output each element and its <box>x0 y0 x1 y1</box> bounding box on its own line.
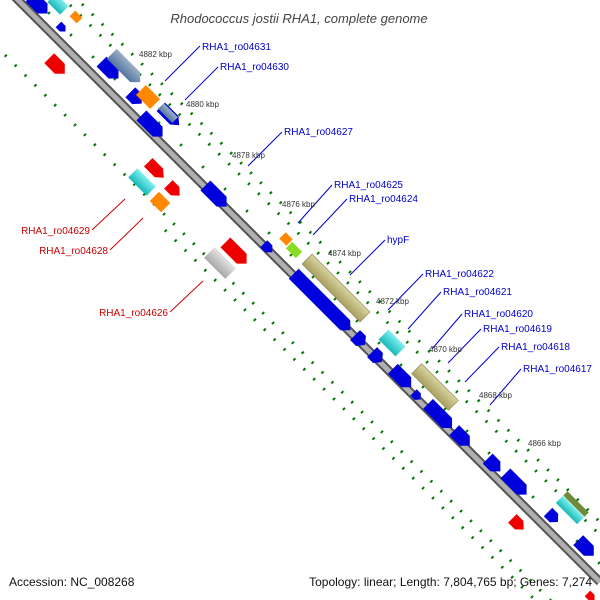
gene-box-cyan <box>555 495 585 525</box>
gene-arrow-blue <box>55 21 66 32</box>
gene-arrow-blue <box>96 56 119 79</box>
gene-box-steel <box>106 48 141 83</box>
gene-label[interactable]: RHA1_ro04627 <box>284 127 353 138</box>
gene-box-orange <box>279 232 293 246</box>
ruler-label: 4866 kbp <box>528 439 561 448</box>
dotted-guide-lines <box>3 2 600 600</box>
gene-label[interactable]: RHA1_ro04628 <box>39 246 108 257</box>
backbone-ticks <box>47 11 600 565</box>
gene-box-olive-dark <box>563 491 589 517</box>
gene-label[interactable]: RHA1_ro04626 <box>99 308 168 319</box>
gene-arrow-blue <box>449 425 470 446</box>
gene-label[interactable]: RHA1_ro04625 <box>334 180 403 191</box>
gene-labels: RHA1_ro04631RHA1_ro04630RHA1_ro04627RHA1… <box>21 42 592 375</box>
gene-arrow-red <box>584 590 595 600</box>
ruler-label: 4876 kbp <box>282 200 315 209</box>
gene-box-olive <box>411 363 459 411</box>
gene-arrow-blue <box>136 110 163 137</box>
gene-label[interactable]: RHA1_ro04629 <box>21 226 90 237</box>
gene-box-gray <box>204 247 236 279</box>
gene-arrow-blue <box>25 0 48 14</box>
gene-arrow-blue <box>543 507 559 523</box>
gene-label[interactable]: RHA1_ro04620 <box>464 309 533 320</box>
ruler-label: 4874 kbp <box>328 249 361 258</box>
gene-features <box>25 0 595 600</box>
gene-arrow-red <box>44 53 65 74</box>
gene-arrow-blue <box>573 535 594 556</box>
map-title: Rhodococcus jostii RHA1, complete genome <box>170 11 427 26</box>
gene-arrow-blue <box>125 87 143 105</box>
gene-label[interactable]: RHA1_ro04630 <box>220 62 289 73</box>
gene-arrow-blue <box>387 363 412 388</box>
gene-arrow-blue <box>482 453 501 472</box>
ruler-label: 4882 kbp <box>139 50 172 59</box>
gene-arrow-blue <box>423 399 453 429</box>
gene-label[interactable]: RHA1_ro04622 <box>425 269 494 280</box>
gene-arrow-red <box>164 180 180 196</box>
gene-box-green <box>285 241 303 259</box>
ruler-label: 4880 kbp <box>186 100 219 109</box>
gene-label[interactable]: RHA1_ro04619 <box>483 324 552 335</box>
gene-box-orange <box>69 10 83 24</box>
gene-arrow-blue <box>367 347 383 363</box>
gene-arrow-blue <box>288 268 351 331</box>
gene-box-olive <box>301 253 371 323</box>
label-leader-lines <box>91 45 522 406</box>
gene-arrow-red <box>220 237 247 264</box>
accession-text: Accession: NC_008268 <box>9 575 135 589</box>
gene-label[interactable]: RHA1_ro04617 <box>523 364 592 375</box>
gene-box-cyan <box>378 329 406 357</box>
gene-arrow-red <box>508 514 524 530</box>
gene-arrow-blue <box>260 240 273 253</box>
gene-box-orange <box>149 191 171 213</box>
ruler-label: 4872 kbp <box>376 297 409 306</box>
gene-label[interactable]: RHA1_ro04631 <box>202 42 271 53</box>
genome-summary-text: Topology: linear; Length: 7,804,765 bp; … <box>309 575 592 589</box>
gene-label[interactable]: hypF <box>387 235 409 246</box>
ruler-label: 4878 kbp <box>232 151 265 160</box>
ruler-labels: 4882 kbp 4880 kbp 4878 kbp 4876 kbp 4874 kbp… <box>139 50 561 448</box>
gene-arrow-blue <box>500 468 527 495</box>
gene-box-cyan <box>128 168 156 196</box>
gene-arrow-blue <box>200 180 227 207</box>
ruler-label: 4870 kbp <box>429 345 462 354</box>
gene-box-steel <box>158 103 178 123</box>
gene-arrow-blue <box>350 330 366 346</box>
gene-label[interactable]: RHA1_ro04621 <box>443 287 512 298</box>
gene-label[interactable]: RHA1_ro04618 <box>501 342 570 353</box>
gene-label[interactable]: RHA1_ro04624 <box>349 194 418 205</box>
ruler-label: 4868 kbp <box>479 391 512 400</box>
gene-box-cyan <box>47 0 69 15</box>
gene-arrow-blue <box>410 389 421 400</box>
gene-box-orange <box>135 84 161 110</box>
gene-arrow-red <box>143 157 164 178</box>
